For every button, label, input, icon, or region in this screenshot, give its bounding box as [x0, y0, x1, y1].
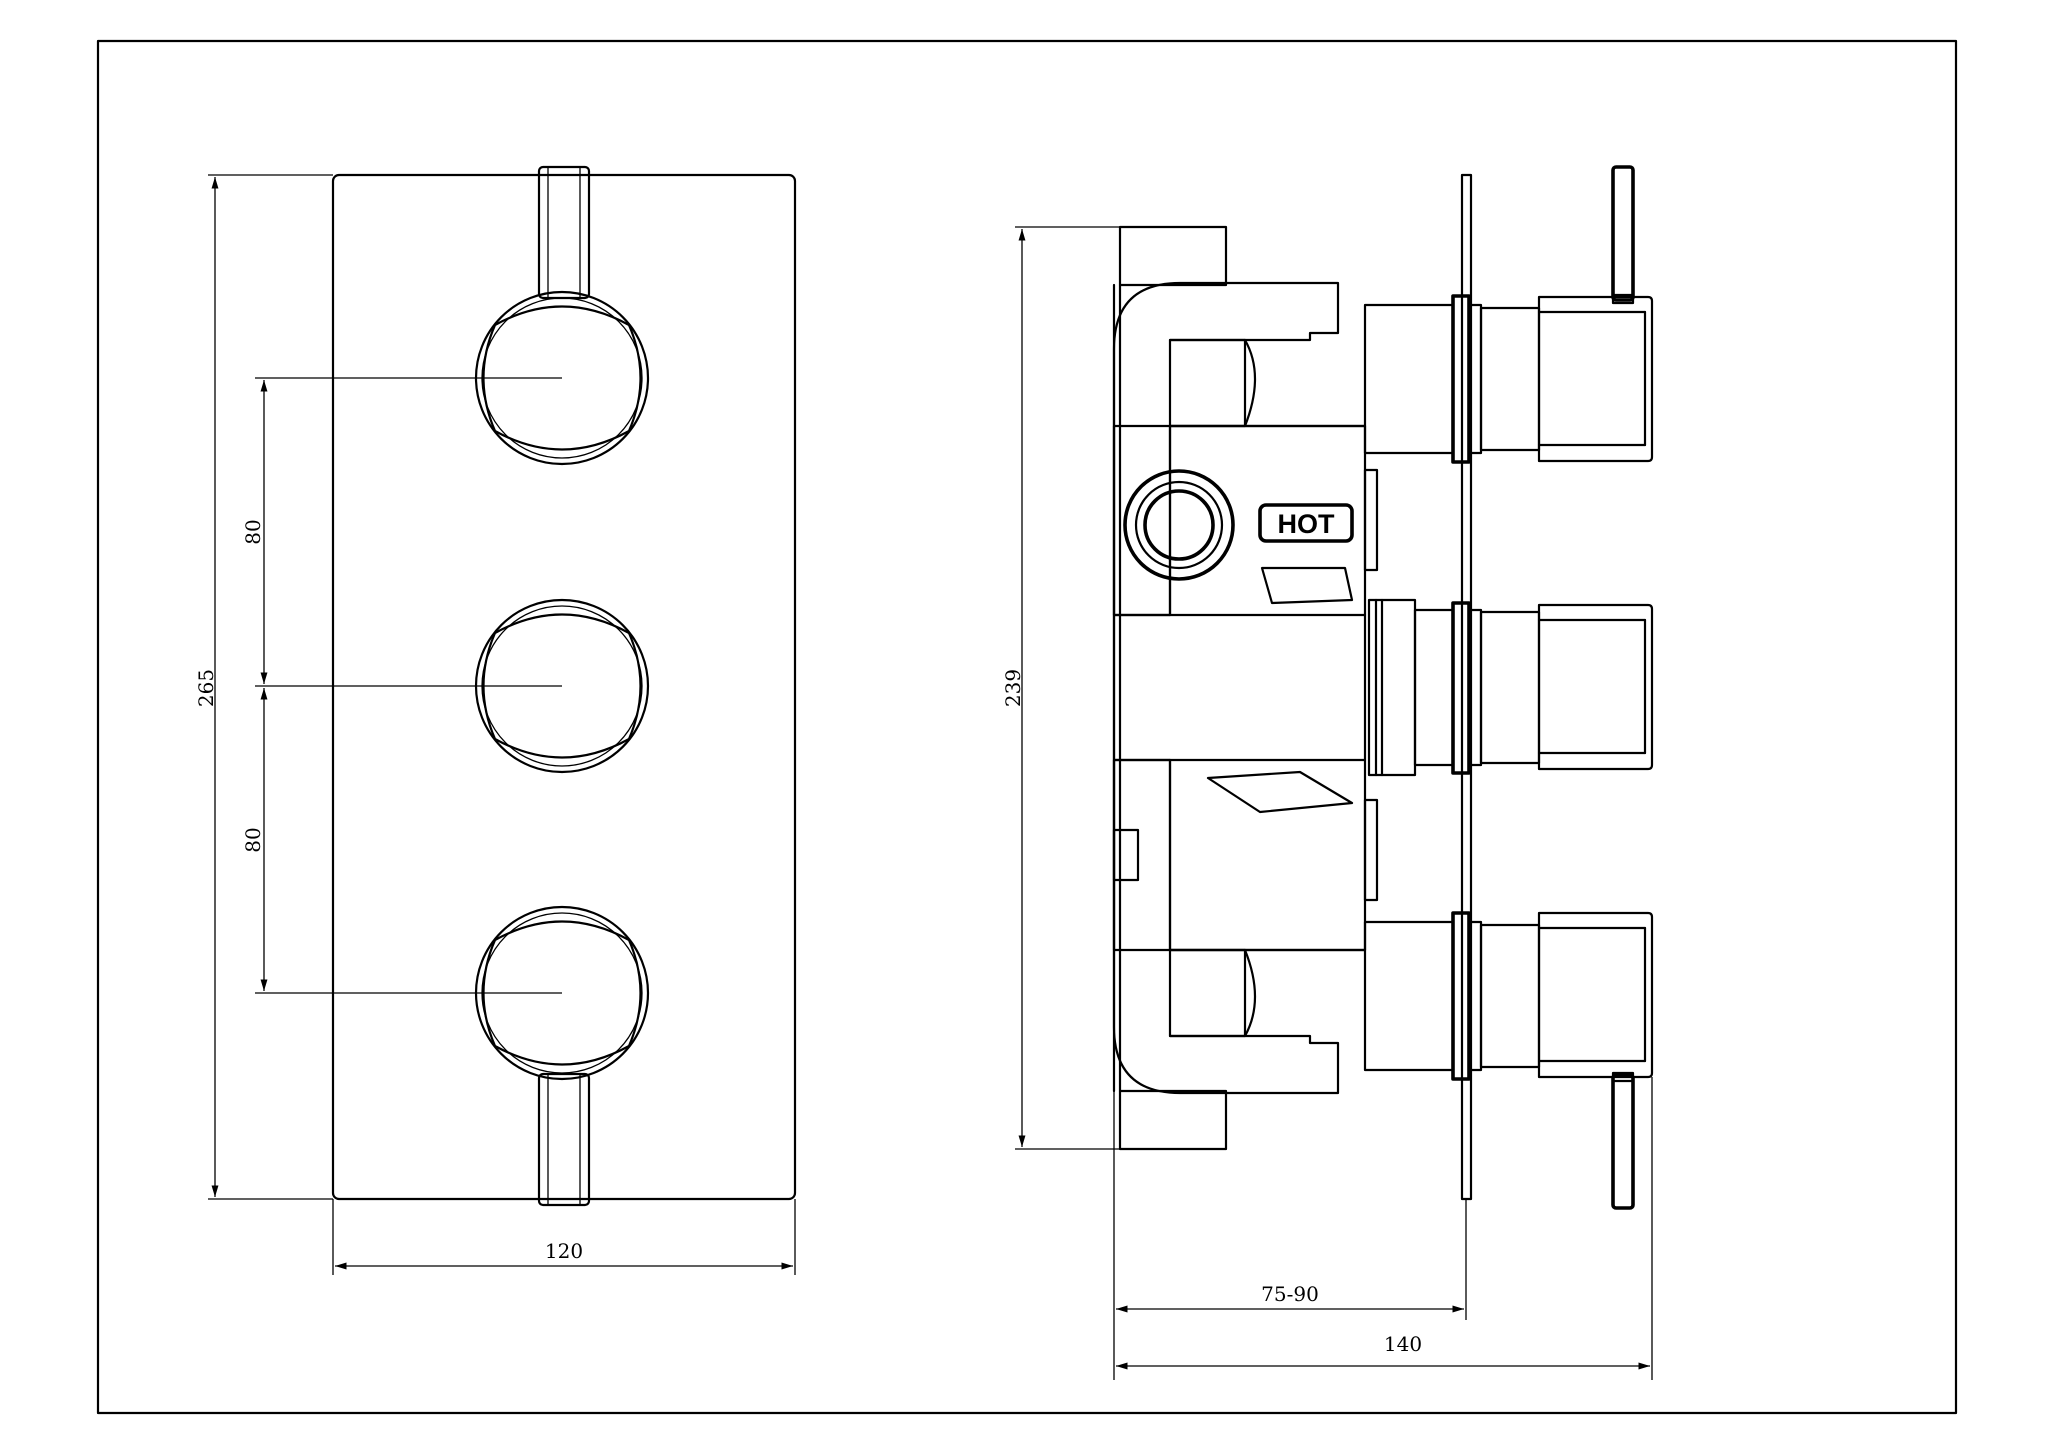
side-valve-body	[1112, 424, 1367, 952]
dim-front-width-label: 120	[545, 1239, 583, 1263]
hot-label: HOT	[1258, 503, 1354, 543]
side-barrel-top	[1363, 294, 1541, 464]
front-knob-top	[255, 290, 650, 466]
dim-front-height-label: 265	[194, 669, 218, 707]
dim-front-height: 265	[194, 174, 333, 1200]
drawing-frame	[96, 39, 1958, 1415]
side-knob-bottom	[1537, 911, 1654, 1079]
dim-front-spacing-upper-label: 80	[241, 519, 265, 544]
side-lower-bracket	[1112, 758, 1340, 1095]
dim-side-height: 239	[1001, 226, 1120, 1150]
side-lever-bottom	[1611, 1071, 1635, 1210]
front-plate	[331, 173, 797, 1201]
front-view: 265 80 80 120	[194, 165, 797, 1275]
side-view: HOT	[1001, 165, 1654, 1380]
side-barrel-middle	[1367, 598, 1541, 777]
side-inlet-port	[1123, 469, 1235, 581]
front-knob-bottom	[255, 905, 650, 1081]
dim-front-spacing-lower-label: 80	[241, 827, 265, 852]
side-lever-top	[1611, 165, 1635, 305]
front-top-lever	[537, 165, 591, 300]
side-wall-sleeve-bottom	[1118, 1089, 1228, 1151]
side-wall-sleeve-top	[1118, 225, 1228, 287]
front-bottom-lever	[537, 1072, 591, 1207]
side-barrel-bottom	[1363, 911, 1541, 1081]
dim-side-depth-label: 75-90	[1261, 1282, 1319, 1306]
front-knob-middle	[255, 598, 650, 774]
dim-side-total: 140	[1116, 1077, 1653, 1380]
side-upper-bracket	[1112, 281, 1340, 617]
side-knob-top	[1537, 295, 1654, 463]
side-knob-middle	[1537, 603, 1654, 771]
hot-label-text: HOT	[1278, 509, 1336, 539]
dim-side-total-label: 140	[1384, 1332, 1422, 1356]
dim-front-width: 120	[332, 1199, 796, 1275]
dim-front-spacing-upper: 80	[241, 380, 268, 684]
dim-side-height-label: 239	[1001, 669, 1025, 707]
dim-side-depth: 75-90	[1113, 1091, 1467, 1380]
dim-front-spacing-lower: 80	[241, 688, 268, 991]
